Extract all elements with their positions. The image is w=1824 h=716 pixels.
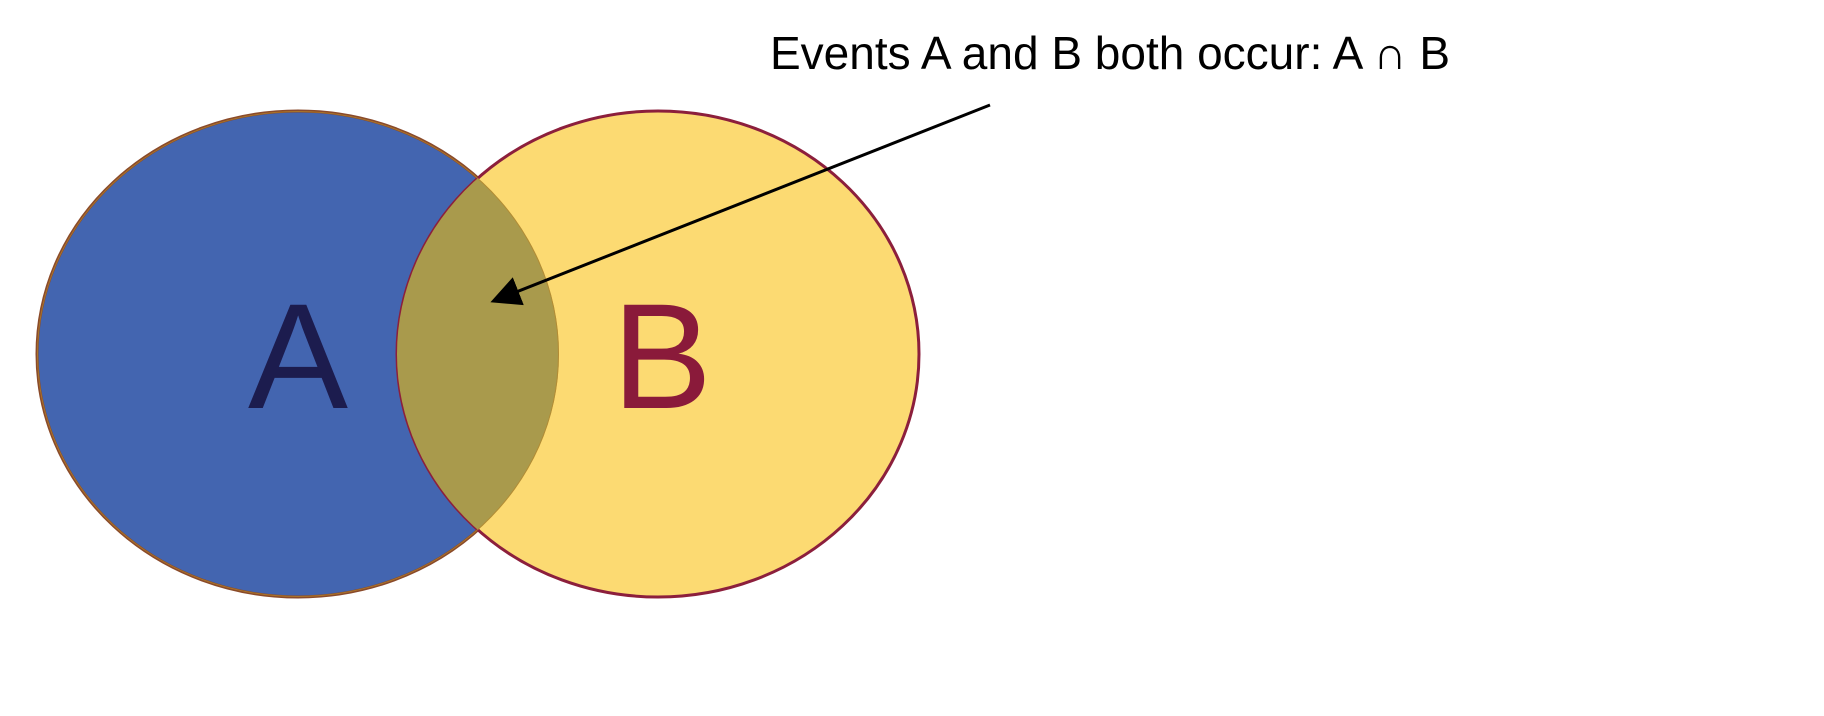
set-b-label: B [612, 272, 712, 440]
set-a-label: A [248, 272, 348, 440]
annotation-arrow [490, 103, 991, 306]
annotation-text: Events A and B both occur: A ∩ B [770, 27, 1450, 79]
